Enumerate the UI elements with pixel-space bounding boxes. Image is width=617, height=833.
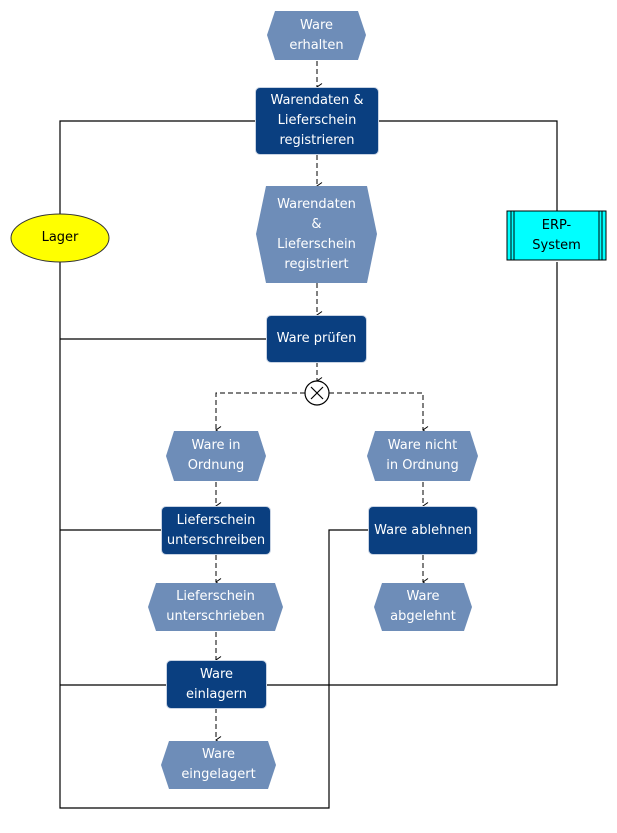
event-ware-in-ordnung-label: Ware in Ordnung — [187, 438, 245, 473]
line-erp-einlagern — [266, 262, 558, 686]
event-daten-registriert: Warendaten & Lieferschein registriert — [256, 186, 377, 283]
function-einlagern-label: Ware einlagern — [185, 666, 248, 702]
event-ware-abgelehnt-label: Ware abgelehnt — [390, 589, 456, 624]
function-pruefen-label: Ware prüfen — [276, 331, 357, 346]
function-registrieren[interactable]: Warendaten & Lieferschein registrieren — [255, 87, 379, 155]
function-ablehnen[interactable]: Ware ablehnen — [368, 506, 478, 555]
line-erp-registrieren — [378, 120, 558, 211]
control-flow — [215, 61, 429, 744]
event-lieferschein-unterschrieben: Lieferschein unterschrieben — [148, 583, 283, 631]
event-ware-in-ordnung: Ware in Ordnung — [166, 431, 266, 481]
event-daten-registriert-label: Warendaten & Lieferschein registriert — [277, 196, 356, 272]
event-shapes — [148, 11, 478, 789]
event-ware-erhalten: Ware erhalten — [267, 11, 366, 61]
event-registriert-shape[interactable] — [256, 186, 377, 283]
org-lager-label: Lager — [41, 230, 79, 245]
org-lager-shape[interactable] — [10, 213, 110, 263]
event-ware-erhalten-label: Ware erhalten — [289, 18, 344, 53]
function-einlagern[interactable]: Ware einlagern — [166, 660, 267, 709]
function-ablehnen-label: Ware ablehnen — [374, 522, 472, 538]
line-lager-registrieren — [59, 120, 256, 215]
event-unterschrieben-shape[interactable] — [148, 583, 283, 631]
line-lager-trunk — [59, 260, 370, 809]
event-eingelagert-shape[interactable] — [161, 741, 276, 789]
flow-xor-left — [215, 392, 305, 434]
system-erp-label: ERP- System — [532, 217, 581, 253]
assignment-lines — [59, 120, 558, 809]
event-ware-eingelagert: Ware eingelagert — [161, 741, 276, 789]
function-unterschreiben[interactable]: Lieferschein unterschreiben — [161, 506, 271, 555]
event-ware-eingelagert-label: Ware eingelagert — [181, 747, 256, 782]
xor-icon — [310, 386, 324, 400]
event-nicht-in-ordnung-shape[interactable] — [367, 431, 478, 481]
system-erp: ERP- System — [507, 211, 606, 260]
system-erp-shape[interactable] — [506, 210, 607, 261]
event-ware-erhalten-shape[interactable] — [267, 11, 366, 60]
event-lieferschein-unterschrieben-label: Lieferschein unterschrieben — [166, 589, 265, 624]
function-pruefen[interactable]: Ware prüfen — [266, 315, 367, 363]
event-ware-nicht-in-ordnung: Ware nicht in Ordnung — [367, 431, 478, 481]
xor-connector[interactable] — [304, 380, 330, 406]
function-registrieren-label: Warendaten & Lieferschein registrieren — [270, 93, 364, 148]
event-ware-nicht-in-ordnung-label: Ware nicht in Ordnung — [386, 438, 459, 473]
flow-xor-right — [329, 392, 429, 434]
event-abgelehnt-shape[interactable] — [374, 583, 472, 631]
event-in-ordnung-shape[interactable] — [166, 431, 266, 481]
event-ware-abgelehnt: Ware abgelehnt — [374, 583, 472, 631]
function-unterschreiben-label: Lieferschein unterschreiben — [166, 512, 266, 548]
org-lager: Lager — [11, 214, 109, 262]
